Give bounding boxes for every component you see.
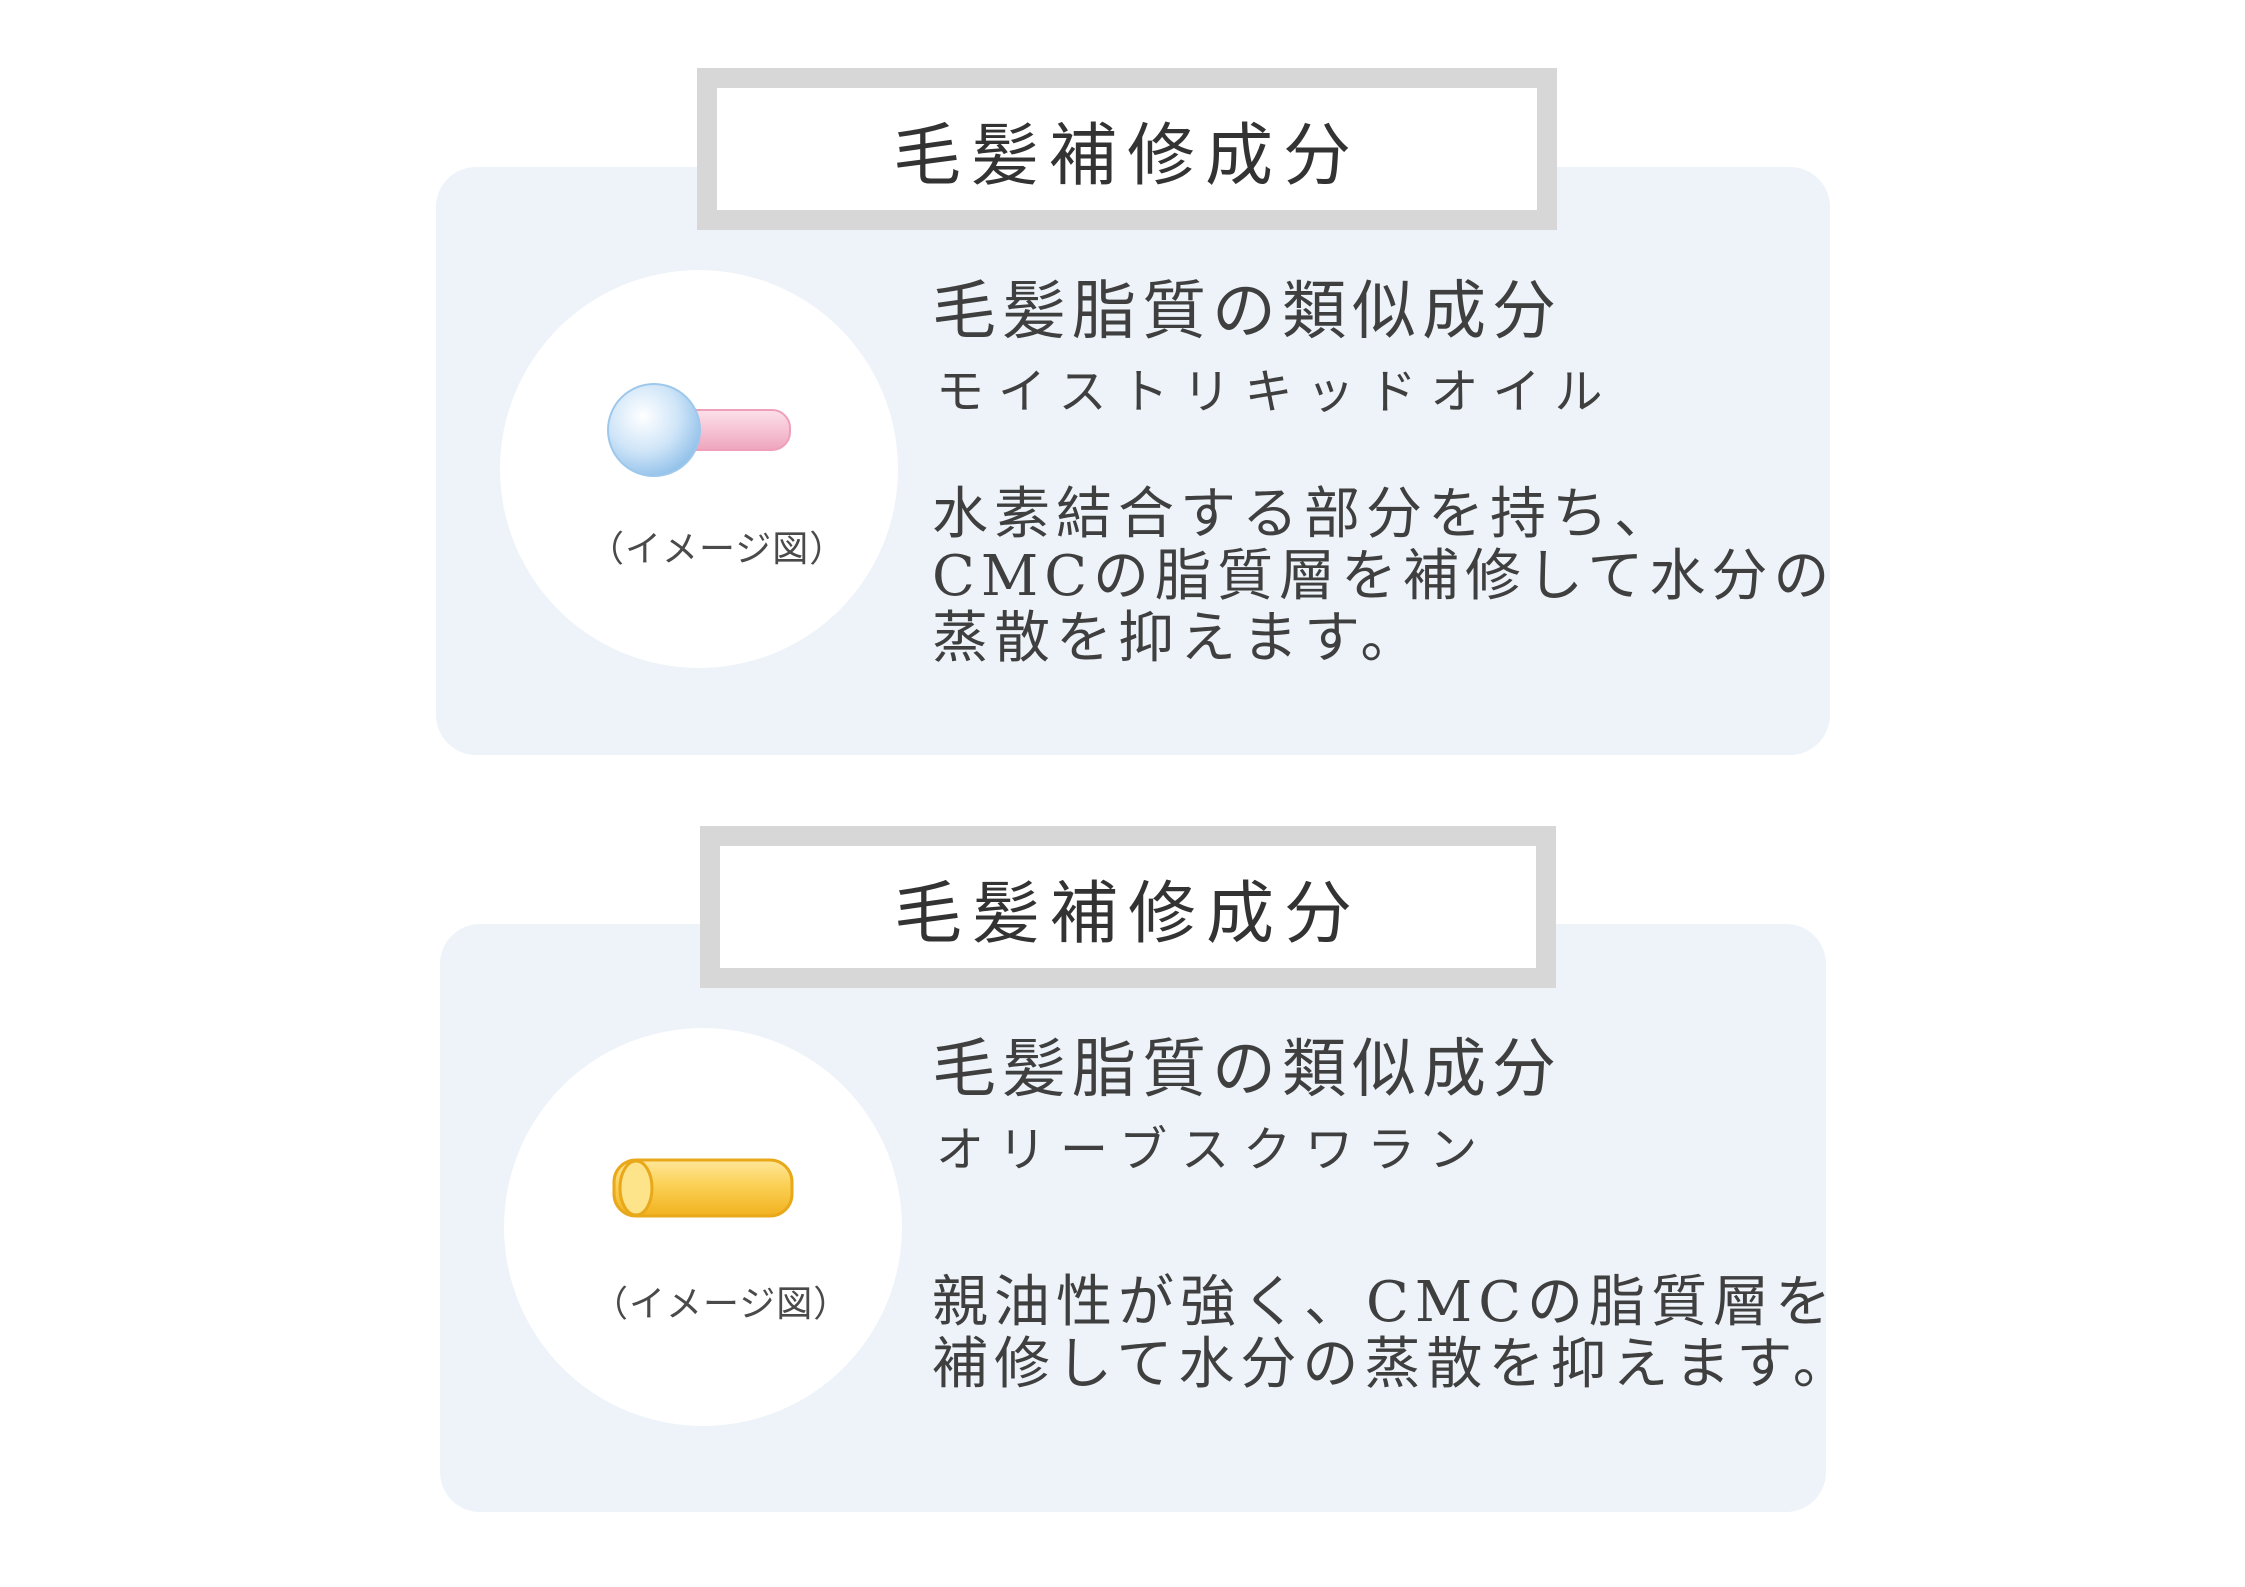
illustration-caption: （イメージ図） [588,529,847,570]
illustration-circle [504,1028,902,1426]
blue-sphere [607,383,701,477]
panel-heading: 毛髪脂質の類似成分 [932,1033,1562,1107]
ingredient-description: 水素結合する部分を持ち、 CMCの脂質層を補修して水分の 蒸散を抑えます。 [932,484,1835,670]
sphere-with-pink-rod-icon [607,383,791,477]
ingredient-description: 親油性が強く、CMCの脂質層を 補修して水分の蒸散を抑えます。 [932,1272,1855,1396]
description-line: CMCの脂質層を補修して水分の [932,544,1836,609]
yellow-rod-icon [612,1158,794,1218]
illustration-caption: （イメージ図） [592,1284,851,1325]
yellow-rod [612,1158,794,1218]
ingredient-name: モイストリキッドオイル [936,364,1617,420]
panel-label: 毛髪補修成分 [700,826,1556,988]
illustration-circle [500,270,898,668]
description-line: 水素結合する部分を持ち、 [932,482,1676,547]
panel-label: 毛髪補修成分 [697,68,1557,230]
ingredient-name: オリーブスクワラン [936,1122,1492,1178]
description-line: 補修して水分の蒸散を抑えます。 [932,1332,1855,1397]
panel-heading: 毛髪脂質の類似成分 [932,275,1562,349]
rod-end-cap [618,1159,654,1217]
description-line: 蒸散を抑えます。 [932,606,1423,671]
description-line: 親油性が強く、CMCの脂質層を [932,1270,1838,1335]
